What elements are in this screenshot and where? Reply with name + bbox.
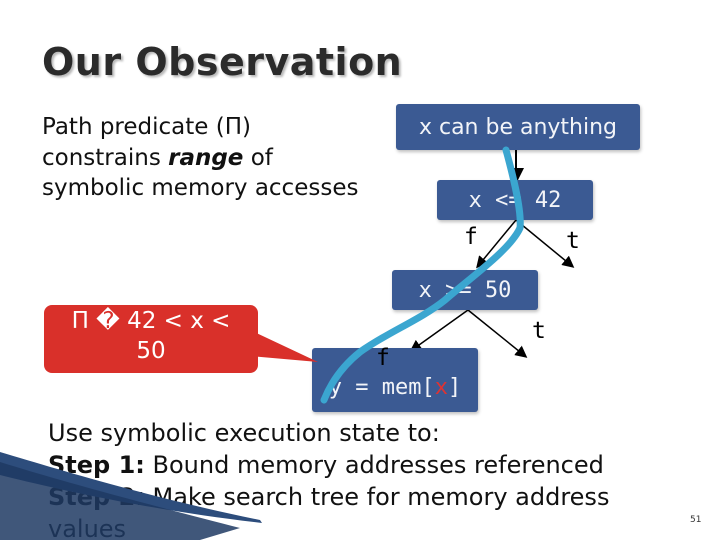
path-constraint-callout: Π � 42 < x < 50 bbox=[44, 305, 258, 373]
intro-range: range bbox=[168, 144, 244, 171]
edge-node2-false bbox=[409, 309, 469, 352]
intro-part2: of symbolic memory accesses bbox=[42, 144, 359, 202]
slide-title: Our Observation bbox=[42, 40, 403, 84]
edge-label-f2: f bbox=[376, 345, 390, 371]
mem-access-suffix: ] bbox=[447, 375, 462, 400]
tree-node-mem-access: y = mem[x] bbox=[312, 348, 478, 412]
mem-access-prefix: y = mem[ bbox=[328, 375, 435, 400]
edge-node1-true bbox=[515, 219, 575, 268]
edge-node2-true bbox=[467, 309, 528, 358]
step1-text: Bound memory addresses referenced bbox=[144, 450, 604, 479]
callout-line2: 50 bbox=[136, 337, 166, 364]
edge-label-f1: f bbox=[464, 224, 478, 250]
intro-text: Path predicate (Π) constrains range of s… bbox=[42, 112, 362, 204]
intro-part1: Path predicate (Π) constrains bbox=[42, 114, 251, 171]
tree-node-root: x can be anything bbox=[396, 104, 640, 150]
slide-number: 51 bbox=[690, 515, 702, 525]
step2-text: Make search tree for memory address bbox=[144, 482, 610, 511]
summary-step1: Step 1: Bound memory addresses reference… bbox=[48, 450, 688, 482]
edge-label-t1: t bbox=[566, 228, 580, 254]
callout-line1: Π � 42 < x < bbox=[71, 308, 231, 334]
edge-node1-false bbox=[476, 219, 517, 269]
mem-access-var: x bbox=[434, 375, 448, 400]
summary-line1: Use symbolic execution state to: bbox=[48, 419, 440, 447]
edge-label-t2: t bbox=[532, 318, 546, 344]
